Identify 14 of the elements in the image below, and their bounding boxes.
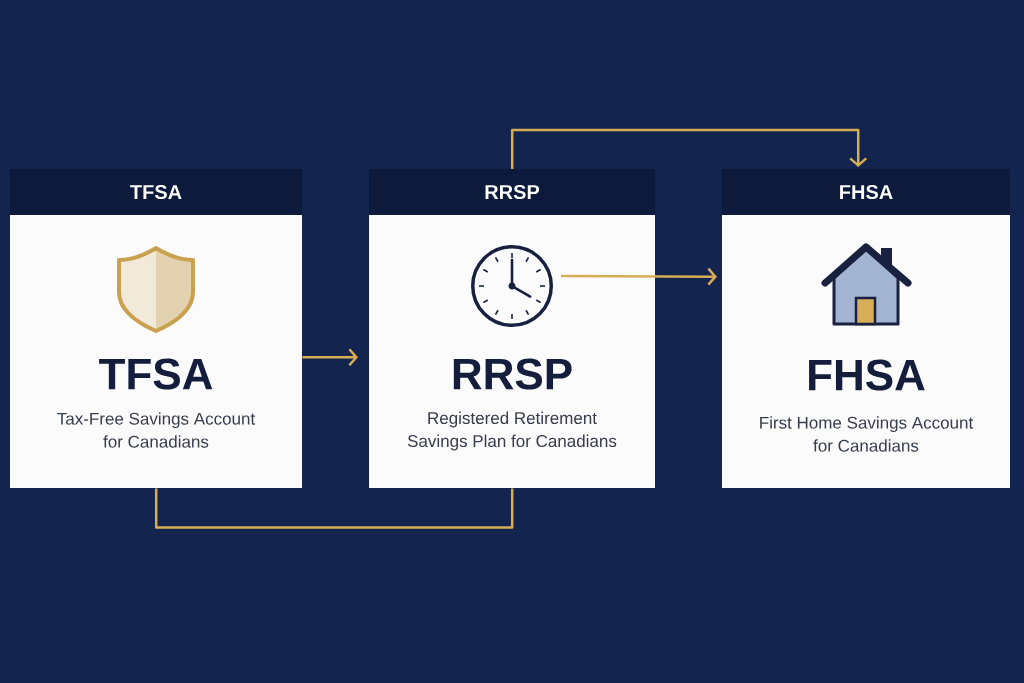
card-title: RRSP bbox=[453, 358, 572, 390]
card-description: Registered Retirement Savings Plan for Canadians bbox=[407, 411, 617, 451]
card-description: First Home Savings Account for Canadians bbox=[760, 416, 974, 452]
card-header: TFSA bbox=[10, 169, 302, 215]
card-title: TFSA bbox=[99, 358, 213, 390]
card-title: FHSA bbox=[809, 359, 925, 391]
arrow bbox=[510, 128, 868, 169]
card-description: Tax-Free Savings Account for Canadians bbox=[57, 412, 256, 448]
arrow bbox=[302, 348, 358, 367]
card-header: FHSA bbox=[722, 169, 1010, 215]
arrow bbox=[560, 267, 717, 286]
card-header: RRSP bbox=[369, 169, 655, 215]
clock-icon bbox=[471, 245, 553, 327]
connector-line bbox=[154, 488, 514, 529]
